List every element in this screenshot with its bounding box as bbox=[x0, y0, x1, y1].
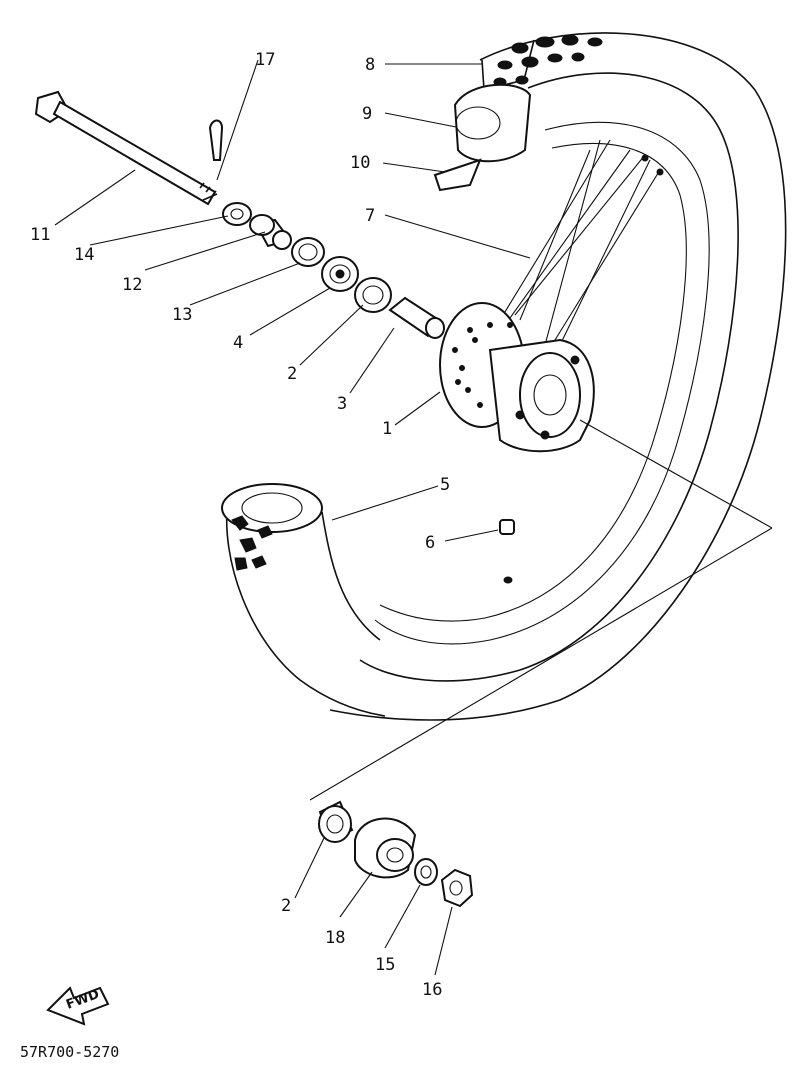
diagram-code: 57R700-5270 bbox=[20, 1043, 119, 1061]
hub bbox=[439, 302, 595, 453]
part-label-6: 6 bbox=[425, 533, 435, 553]
meter-gear-18 bbox=[354, 817, 417, 879]
part-label-10: 10 bbox=[350, 153, 370, 173]
part-label-11: 11 bbox=[30, 225, 50, 245]
part-label-9: 9 bbox=[362, 104, 372, 124]
bearing-4 bbox=[321, 256, 359, 292]
part-label-18: 18 bbox=[325, 928, 345, 948]
part-labels: 1 2 2 3 4 5 6 7 8 9 10 11 12 13 14 15 16… bbox=[30, 50, 450, 1000]
part-label-2: 2 bbox=[281, 896, 291, 916]
tread-pattern-upper bbox=[481, 34, 603, 92]
bearing-2-lower bbox=[318, 800, 354, 843]
spacer-3 bbox=[388, 296, 445, 339]
part-label-12: 12 bbox=[122, 275, 142, 295]
part-label-15: 15 bbox=[375, 955, 395, 975]
disc-holes bbox=[452, 322, 513, 408]
part-label-14: 14 bbox=[74, 245, 94, 265]
tire-rim-assembly bbox=[221, 32, 787, 721]
part-label-3: 3 bbox=[337, 394, 347, 414]
valve-cap-6 bbox=[499, 519, 515, 584]
part-label-2: 2 bbox=[287, 364, 297, 384]
part-label-16: 16 bbox=[422, 980, 442, 1000]
part-label-1: 1 bbox=[382, 419, 392, 439]
tube bbox=[453, 83, 532, 163]
part-label-4: 4 bbox=[233, 333, 243, 353]
forward-arrow-icon: FWD bbox=[46, 986, 110, 1026]
cotter-pin bbox=[208, 119, 224, 161]
part-label-7: 7 bbox=[365, 206, 375, 226]
bearing-2-upper bbox=[354, 277, 392, 313]
washer-15 bbox=[414, 858, 438, 886]
part-label-8: 8 bbox=[365, 55, 375, 75]
part-label-17: 17 bbox=[255, 50, 275, 70]
rim-band bbox=[433, 158, 482, 192]
leader-lines bbox=[54, 59, 531, 976]
spokes bbox=[499, 139, 664, 346]
tread-pattern-lower bbox=[231, 515, 273, 571]
part-label-5: 5 bbox=[440, 475, 450, 495]
detail-reference-lines bbox=[309, 419, 773, 801]
washer-14 bbox=[222, 202, 252, 226]
part-label-13: 13 bbox=[172, 305, 192, 325]
axle bbox=[34, 90, 218, 206]
nut-16 bbox=[440, 868, 474, 908]
collar-12 bbox=[249, 214, 292, 250]
oil-seal-13 bbox=[291, 237, 325, 267]
